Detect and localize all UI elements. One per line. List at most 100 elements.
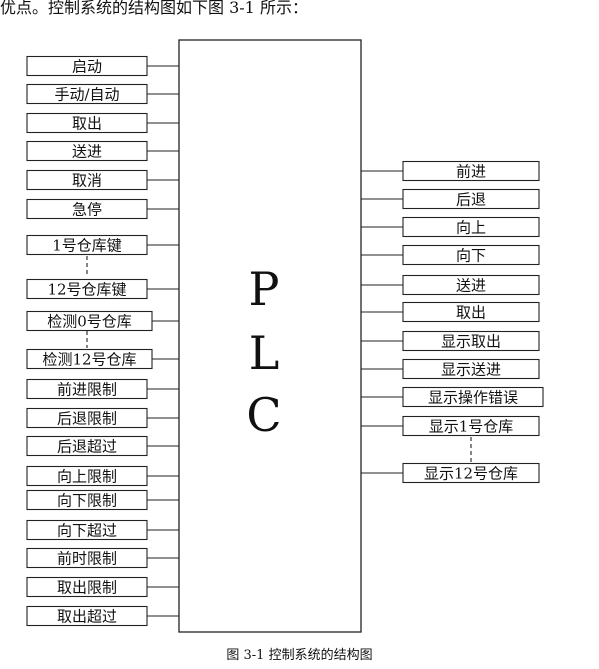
- input-signal-label: 1号仓库键: [52, 237, 122, 255]
- input-signal-item: 手动/自动: [26, 83, 148, 105]
- output-signal-box: [402, 415, 540, 437]
- input-signal-box: [26, 519, 148, 541]
- plc-letter-p: P: [249, 262, 280, 316]
- input-signal-item: 后退限制: [26, 407, 148, 429]
- input-signal-label: 启动: [72, 58, 102, 76]
- output-signal-box: [402, 358, 540, 380]
- input-signal-item: 检测12号仓库: [26, 348, 153, 370]
- output-signal-item: 送进: [402, 274, 540, 296]
- input-signal-label: 向上限制: [57, 468, 117, 486]
- input-signal-box: [26, 55, 148, 77]
- input-signal-item: 向下限制: [26, 489, 148, 511]
- output-signal-label: 向下: [456, 247, 486, 265]
- output-signal-label: 后退: [456, 191, 486, 209]
- input-signal-item: 取出限制: [26, 576, 148, 598]
- input-signal-box: [26, 605, 148, 627]
- output-signal-label: 向上: [456, 219, 486, 237]
- plc-block: [178, 39, 362, 633]
- input-signal-box: [26, 547, 148, 569]
- input-signal-item: 1号仓库键: [26, 234, 148, 256]
- input-signal-item: 启动: [26, 55, 148, 77]
- output-signal-box: [402, 216, 540, 238]
- input-signal-label: 取出: [72, 115, 102, 133]
- figure-caption: 图 3-1 控制系统的结构图: [226, 648, 373, 663]
- input-signal-box: [26, 140, 148, 162]
- output-signal-label: 显示取出: [441, 333, 501, 351]
- input-signal-item: 向上限制: [26, 465, 148, 487]
- output-signal-label: 显示12号仓库: [424, 465, 518, 483]
- output-signal-box: [402, 244, 540, 266]
- input-signal-item: 取出: [26, 112, 148, 134]
- input-signal-item: 向下超过: [26, 519, 148, 541]
- input-signal-box: [26, 576, 148, 598]
- input-signal-label: 取出超过: [57, 608, 117, 626]
- input-signal-label: 手动/自动: [54, 86, 119, 104]
- input-signal-item: 12号仓库键: [26, 278, 148, 300]
- input-signal-label: 检测12号仓库: [42, 351, 136, 369]
- output-signal-box: [402, 188, 540, 210]
- output-signal-label: 前进: [456, 163, 486, 181]
- connector-lines: [86, 65, 472, 617]
- output-signal-label: 显示送进: [441, 361, 501, 379]
- output-signal-item: 显示12号仓库: [402, 462, 540, 484]
- input-signal-box: [26, 169, 148, 191]
- input-signal-item: 取消: [26, 169, 148, 191]
- output-signal-box: [402, 301, 540, 323]
- input-signal-box: [26, 378, 148, 400]
- input-signal-item: 后退超过: [26, 435, 148, 457]
- plc-letter-c: C: [246, 388, 281, 442]
- input-signal-item: 检测0号仓库: [26, 310, 153, 332]
- output-signal-label: 显示1号仓库: [429, 418, 514, 436]
- plc-letter-l: L: [249, 326, 280, 380]
- input-signal-label: 向下限制: [57, 492, 117, 510]
- input-signal-box: [26, 310, 153, 332]
- input-signal-box: [26, 112, 148, 134]
- output-signal-box: [402, 386, 544, 408]
- input-signal-box: [26, 435, 148, 457]
- input-signal-label: 急停: [72, 201, 102, 219]
- output-signal-item: 显示送进: [402, 358, 540, 380]
- input-signal-label: 前时限制: [57, 550, 117, 568]
- input-signal-box: [26, 489, 148, 511]
- input-signal-label: 后退限制: [57, 410, 117, 428]
- input-signal-item: 送进: [26, 140, 148, 162]
- output-signal-box: [402, 274, 540, 296]
- input-signal-label: 前进限制: [57, 381, 117, 399]
- input-signal-box: [26, 198, 148, 220]
- output-signal-label: 送进: [456, 277, 486, 295]
- output-signal-item: 向上: [402, 216, 540, 238]
- input-signal-box: [26, 83, 148, 105]
- input-signal-item: 前进限制: [26, 378, 148, 400]
- input-signal-label: 向下超过: [57, 522, 117, 540]
- input-signal-box: [26, 465, 148, 487]
- input-signal-label: 取出限制: [57, 579, 117, 597]
- output-signal-label: 显示操作错误: [428, 389, 518, 407]
- input-signal-label: 后退超过: [57, 438, 117, 456]
- input-signal-item: 取出超过: [26, 605, 148, 627]
- output-signal-item: 向下: [402, 244, 540, 266]
- output-signal-item: 显示取出: [402, 330, 540, 352]
- input-signal-box: [26, 234, 148, 256]
- top-paragraph-text: 优点。控制系统的结构图如下图 3-1 所示：: [0, 0, 308, 17]
- input-signal-item: 前时限制: [26, 547, 148, 569]
- output-signal-box: [402, 330, 540, 352]
- input-signal-box: [26, 407, 148, 429]
- output-signal-item: 前进: [402, 160, 540, 182]
- output-signal-box: [402, 160, 540, 182]
- input-signal-box: [26, 278, 148, 300]
- input-signal-box: [26, 348, 153, 370]
- output-signal-item: 取出: [402, 301, 540, 323]
- input-signal-label: 检测0号仓库: [47, 313, 132, 331]
- input-signal-label: 12号仓库键: [47, 281, 126, 299]
- output-signal-item: 显示操作错误: [402, 386, 544, 408]
- input-signal-item: 急停: [26, 198, 148, 220]
- input-signal-label: 送进: [72, 143, 102, 161]
- output-signal-box: [402, 462, 540, 484]
- output-signal-label: 取出: [456, 304, 486, 322]
- input-signal-label: 取消: [72, 172, 102, 190]
- output-signal-item: 后退: [402, 188, 540, 210]
- output-signal-item: 显示1号仓库: [402, 415, 540, 437]
